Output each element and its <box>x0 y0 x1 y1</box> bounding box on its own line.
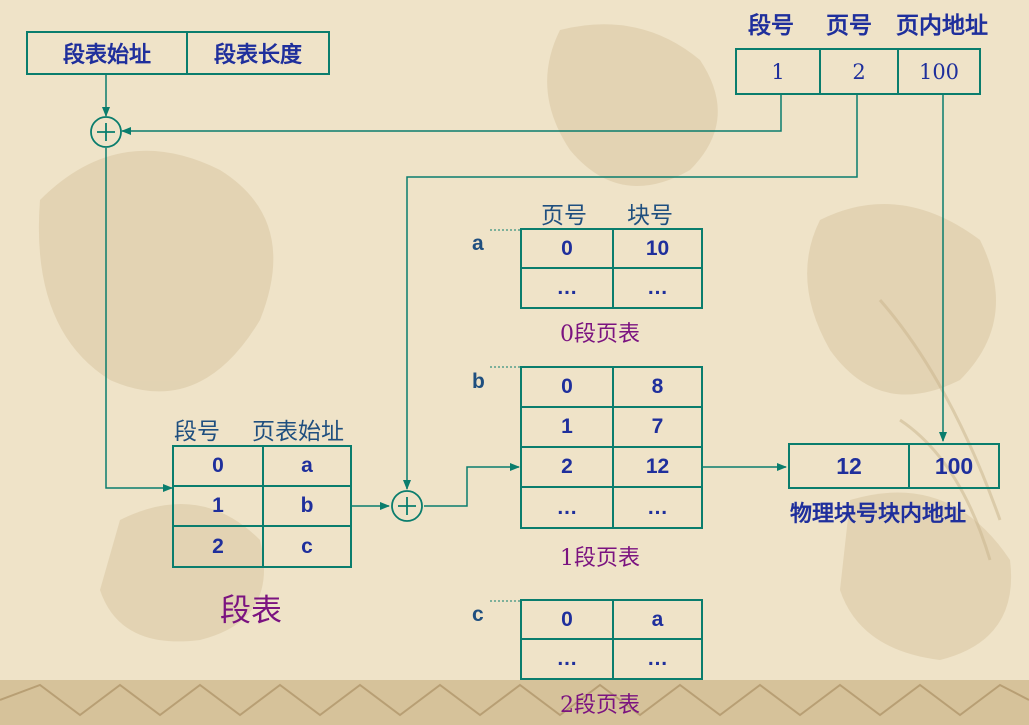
page0-row-0-blockno: 10 <box>614 230 701 269</box>
page1-row-2-pageno: 2 <box>522 448 614 488</box>
line-pageno-to-adder2 <box>403 95 858 490</box>
page2-row-0-blockno: a <box>614 601 701 640</box>
segment-row-2-base: c <box>301 534 313 558</box>
page-table-1: 0 8 1 7 2 12 … … <box>520 366 703 529</box>
adder-icon <box>391 490 423 522</box>
page1-row-1-blockno: 7 <box>614 408 701 448</box>
page2-row-0-pageno: 0 <box>522 601 614 640</box>
segment-row-0-base: a <box>264 447 350 487</box>
logical-pageno-value: 2 <box>821 50 899 93</box>
segment-row-1-base: b <box>264 487 350 527</box>
page0-row-0-pageno: 0 <box>522 230 614 269</box>
register-base-label: 段表始址 <box>28 33 188 73</box>
register-length-label: 段表长度 <box>213 43 302 68</box>
page-table-0-caption: 0段页表 <box>560 322 640 347</box>
logical-header-pageno: 页号 <box>826 13 872 39</box>
page1-row-0-pageno: 0 <box>522 368 614 408</box>
segment-table-header-base: 页表始址 <box>252 419 344 445</box>
page-table-tag-c: c <box>472 603 484 626</box>
logical-header-segno: 段号 <box>748 13 794 39</box>
page-table-1-caption: 1段页表 <box>560 546 640 571</box>
logical-offset-value: 100 <box>918 59 960 84</box>
physical-block-value: 12 <box>790 445 910 487</box>
logical-segno-value: 1 <box>737 50 821 93</box>
page0-row-1-blockno: … <box>647 276 668 299</box>
page1-row-2-blockno: 12 <box>614 448 701 488</box>
page-table-0: 0 10 … … <box>520 228 703 309</box>
page-table-2: 0 a … … <box>520 599 703 680</box>
physical-address-caption: 物理块号块内地址 <box>790 502 967 527</box>
physical-address-box: 12 100 <box>788 443 1000 489</box>
segment-row-2-segno: 2 <box>174 527 264 566</box>
page-table-2-caption: 2段页表 <box>560 693 640 718</box>
line-segno-to-adder1 <box>121 95 782 135</box>
page1-row-1-pageno: 1 <box>522 408 614 448</box>
segment-row-0-segno: 0 <box>174 447 264 487</box>
segment-table-register: 段表始址 段表长度 <box>26 31 330 75</box>
page-table-tag-a: a <box>472 232 484 255</box>
segment-table-caption: 段表 <box>220 593 282 629</box>
segment-table-header-segno: 段号 <box>174 419 220 445</box>
segment-row-1-segno: 1 <box>174 487 264 527</box>
segment-table: 0 a 1 b 2 c <box>172 445 352 568</box>
page0-row-1-pageno: … <box>522 269 614 307</box>
page1-row-3-pageno: … <box>522 488 614 527</box>
page-table-header-pageno: 页号 <box>541 203 587 229</box>
page2-row-1-pageno: … <box>522 640 614 678</box>
logical-address-box: 1 2 100 <box>735 48 981 95</box>
line-adder1-to-segtable <box>105 148 173 492</box>
logical-header-offset: 页内地址 <box>896 13 988 39</box>
adder-icon <box>90 116 122 148</box>
page1-row-3-blockno: … <box>647 495 668 519</box>
page2-row-1-blockno: … <box>647 647 668 670</box>
line-adder2-to-pagetable <box>424 463 520 507</box>
page1-row-0-blockno: 8 <box>614 368 701 408</box>
page-table-tag-b: b <box>472 370 485 393</box>
physical-offset-value: 100 <box>934 452 974 479</box>
page-table-header-blockno: 块号 <box>627 203 673 229</box>
